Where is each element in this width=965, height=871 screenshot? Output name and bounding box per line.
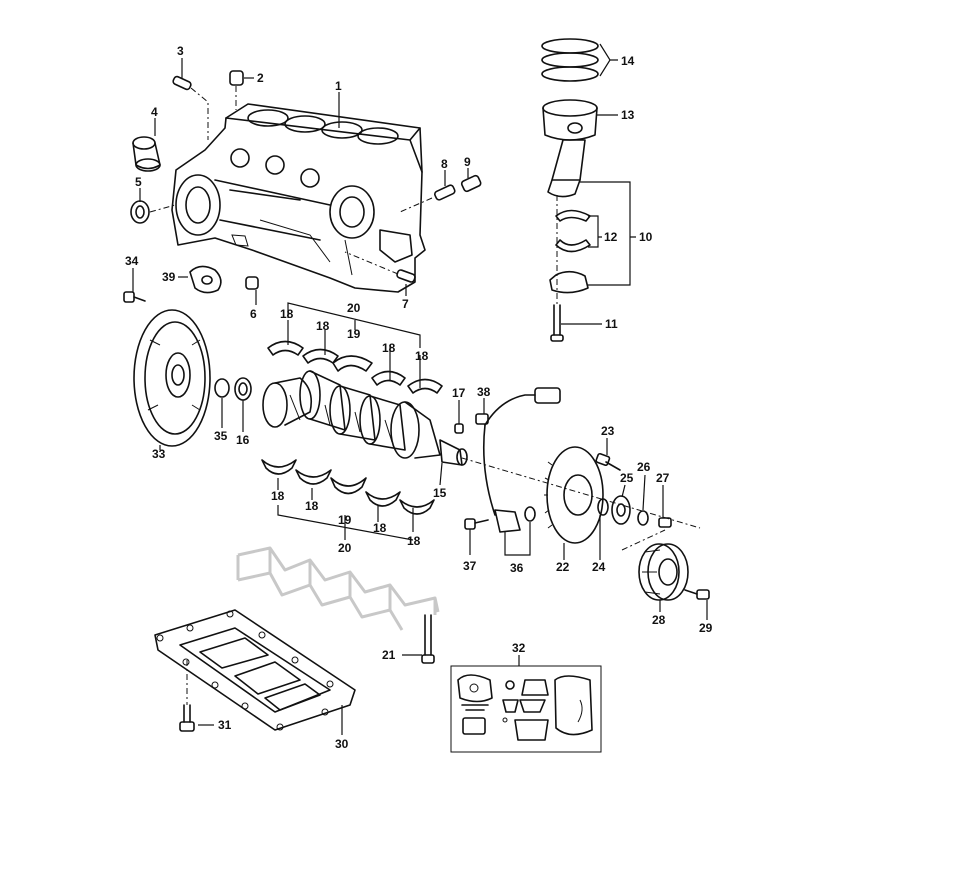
callout-25: 25	[620, 471, 634, 485]
piston-13	[542, 99, 598, 141]
callout-19a: 19	[347, 327, 361, 341]
callout-6: 6	[250, 307, 257, 321]
callout-18e: 18	[271, 489, 285, 503]
leader-lines	[132, 43, 708, 735]
callout-31: 31	[218, 718, 232, 732]
callout-39: 39	[162, 270, 176, 284]
sleeve-4	[132, 136, 161, 172]
lower-main-bearings	[261, 459, 435, 515]
flywheel-33	[133, 309, 211, 447]
crankshaft-15	[262, 370, 468, 466]
pulley-28	[638, 543, 689, 601]
callout-7: 7	[402, 297, 409, 311]
callout-10: 10	[639, 230, 653, 244]
bolt-31	[179, 704, 195, 732]
trigger-wheel-22	[544, 446, 604, 544]
connecting-rod-10	[547, 139, 586, 198]
seal-5	[130, 200, 176, 224]
callout-18d: 18	[415, 349, 429, 363]
callout-23: 23	[601, 424, 615, 438]
callout-24: 24	[592, 560, 606, 574]
flywheel-bolt-34	[123, 291, 146, 303]
callout-26: 26	[637, 460, 651, 474]
callout-11: 11	[605, 317, 618, 331]
callout-36: 36	[510, 561, 524, 575]
bolt-23	[595, 452, 621, 471]
callout-37: 37	[463, 559, 477, 573]
callout-9: 9	[464, 155, 471, 169]
bolt-29	[684, 589, 710, 600]
bolt-21	[421, 614, 435, 664]
gasket-39	[189, 265, 222, 294]
dowel-pin-3	[172, 75, 209, 140]
washer-24	[597, 498, 609, 516]
cylinder-block	[171, 103, 426, 293]
callout-14: 14	[621, 54, 635, 68]
sensor-36	[494, 506, 536, 533]
callout-8: 8	[441, 157, 448, 171]
callout-13: 13	[621, 108, 635, 122]
callout-32: 32	[512, 641, 526, 655]
callout-18c: 18	[382, 341, 396, 355]
callout-20b: 20	[338, 541, 352, 555]
callout-28: 28	[652, 613, 666, 627]
rod-cap	[549, 270, 589, 294]
callout-33: 33	[152, 447, 166, 461]
rod-bolt-11	[550, 304, 564, 342]
callout-12: 12	[604, 230, 618, 244]
piston-rings-14	[541, 38, 599, 82]
bearing-shells-12	[555, 209, 591, 253]
callout-5: 5	[135, 175, 142, 189]
callout-17: 17	[452, 386, 466, 400]
bearing-ladder-ghost	[236, 546, 440, 631]
callout-18g: 18	[373, 521, 387, 535]
callout-18f: 18	[305, 499, 319, 513]
bolt-8	[399, 184, 456, 213]
oil-pan-frame-30	[154, 609, 356, 731]
callout-2: 2	[257, 71, 264, 85]
callout-1: 1	[335, 79, 342, 93]
callout-22: 22	[556, 560, 570, 574]
bolt-37	[464, 518, 489, 530]
callout-labels: 1 2 3 4 5 6 7 8 9 10 11 12 13 14 15 16 1…	[125, 44, 713, 751]
callout-38: 38	[477, 385, 491, 399]
sensor-cable	[482, 387, 561, 516]
callout-20a: 20	[347, 301, 361, 315]
plug-6	[245, 276, 259, 290]
sprocket-25	[611, 495, 631, 525]
bearing-35	[214, 378, 230, 398]
washer-26	[637, 510, 649, 526]
callout-34: 34	[125, 254, 139, 268]
callout-3: 3	[177, 44, 184, 58]
callout-21: 21	[382, 648, 396, 662]
plug-9	[460, 174, 482, 193]
gasket-kit-32	[450, 665, 602, 753]
upper-main-bearings	[267, 340, 443, 394]
bolt-27	[658, 517, 672, 528]
callout-18b: 18	[316, 319, 330, 333]
pin-17	[454, 423, 464, 434]
plug-2	[229, 70, 244, 110]
callout-19b: 19	[338, 513, 352, 527]
callout-18a: 18	[280, 307, 294, 321]
callout-4: 4	[151, 105, 158, 119]
callout-35: 35	[214, 429, 228, 443]
callout-27: 27	[656, 471, 670, 485]
pin-7	[344, 251, 416, 283]
callout-18h: 18	[407, 534, 421, 548]
callout-29: 29	[699, 621, 713, 635]
callout-30: 30	[335, 737, 349, 751]
callout-16: 16	[236, 433, 250, 447]
callout-15: 15	[433, 486, 447, 500]
seal-16	[234, 377, 252, 401]
